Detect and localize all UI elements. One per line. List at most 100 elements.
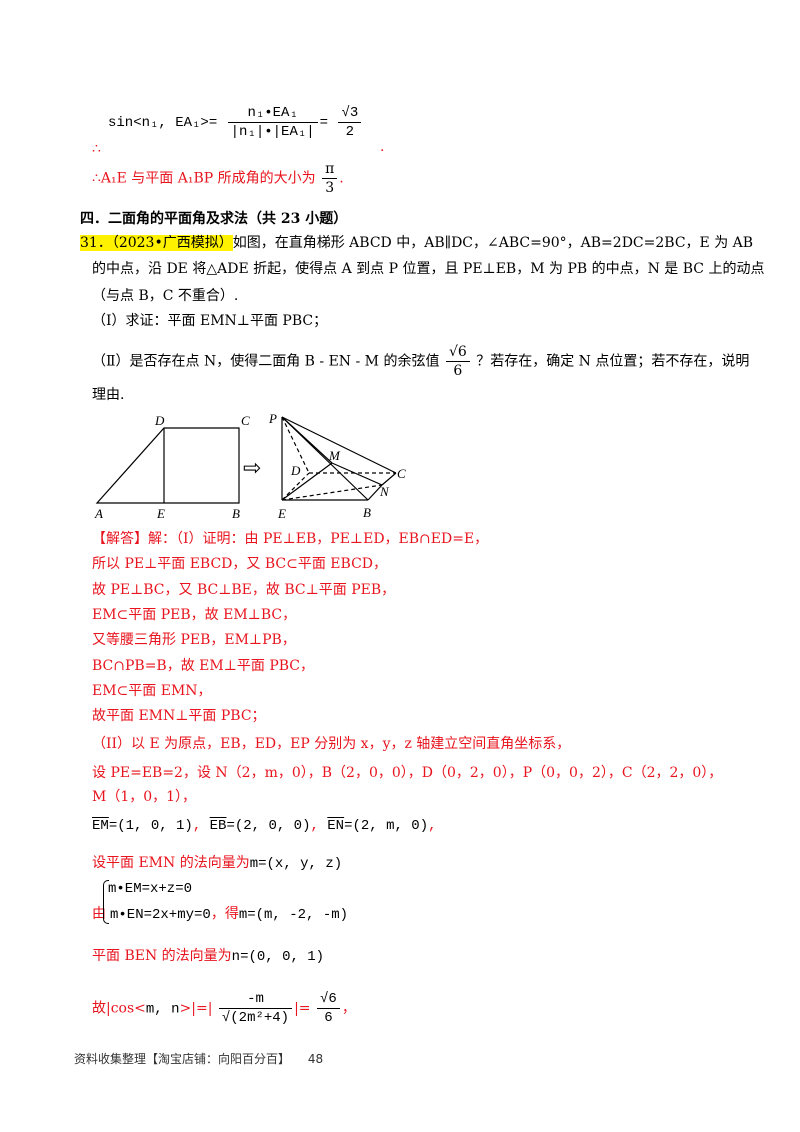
vector-eb: EB bbox=[209, 818, 227, 834]
fraction-den: 3 bbox=[325, 180, 335, 196]
geometry-figure: A E B D C ⇨ bbox=[94, 411, 406, 521]
vector-em: EM bbox=[92, 818, 109, 834]
system-equation-2: m•EN=2x+my=0 bbox=[110, 907, 211, 923]
normal-m-value: m=(x, y, z) bbox=[249, 856, 343, 872]
label-b: B bbox=[232, 506, 240, 521]
label-m: M bbox=[328, 448, 341, 463]
separator: , bbox=[428, 818, 437, 834]
fraction-den: 6 bbox=[453, 363, 463, 379]
right-figure-labels: P D M C N E B bbox=[268, 411, 406, 521]
question-text: 如图，在直角梯形 ABCD 中，AB∥DC，∠ABC=90°，AB=2DC=2B… bbox=[232, 235, 754, 251]
label-n: N bbox=[379, 484, 390, 499]
section-title: 四．二面角的平面角及求法（共 23 小题） bbox=[80, 211, 348, 227]
solution-line: 又等腰三角形 PEB，EM⊥PB， bbox=[92, 632, 296, 648]
fraction-num: -m bbox=[218, 990, 293, 1009]
solution-line: 设 PE=EB=2，设 N（2，m，0），B（2，0，0），D（0，2，0），P… bbox=[92, 765, 723, 781]
conclusion-text: ∴A₁E 与平面 A₁BP 所成角的大小为 bbox=[92, 170, 316, 187]
question-line-2: 的中点，沿 DE 将△ADE 折起，使得点 A 到点 P 位置，且 PE⊥EB，… bbox=[92, 261, 765, 277]
solution-line: 故平面 EMN⊥平面 PBC； bbox=[92, 708, 266, 724]
normal-m-line: 设平面 EMN 的法向量为m=(x, y, z) bbox=[92, 854, 342, 873]
fraction: -m√(2m²+4) bbox=[218, 990, 293, 1027]
question-part-1: （Ⅰ）求证：平面 EMN⊥平面 PBC； bbox=[92, 313, 328, 329]
separator: , bbox=[192, 818, 202, 834]
solution-line: 所以 PE⊥平面 EBCD，又 BC⊂平面 EBCD， bbox=[92, 556, 388, 572]
normal-n-line: 平面 BEN 的法向量为n=(0, 0, 1) bbox=[92, 947, 324, 966]
left-figure-labels: A E B D C bbox=[94, 413, 250, 521]
solution-line: EM⊂平面 EMN， bbox=[92, 683, 212, 699]
solution-line: 【解答】解：（I）证明：由 PE⊥EB，PE⊥ED，EB∩ED=E， bbox=[92, 531, 489, 547]
vector-line: EM=(1, 0, 1), EB=(2, 0, 0), EN=(2, m, 0)… bbox=[92, 817, 437, 835]
system-equation-1: m•EM=x+z=0 bbox=[108, 881, 193, 897]
fraction: n₁•EA₁|n₁|•|EA₁| bbox=[227, 104, 318, 141]
equals: = bbox=[319, 115, 329, 132]
end-dot: . bbox=[380, 139, 385, 155]
page-number: 48 bbox=[307, 1052, 324, 1066]
cos-end: ， bbox=[341, 1000, 356, 1017]
vector-en: EN bbox=[327, 818, 345, 834]
fraction-den: √(2m²+4) bbox=[221, 1010, 290, 1026]
transform-arrow-icon: ⇨ bbox=[243, 455, 261, 480]
fraction-num: √6 bbox=[317, 990, 340, 1009]
solution-line: 故 PE⊥BC，又 BC⊥BE，故 BC⊥平面 PEB， bbox=[92, 582, 396, 598]
normal-m-text: 设平面 EMN 的法向量为 bbox=[92, 855, 250, 871]
label-d: D bbox=[154, 413, 165, 428]
fraction-num: π bbox=[322, 160, 338, 179]
fraction-den: 6 bbox=[324, 1010, 333, 1026]
sin-lhs: sin<n₁, EA₁> bbox=[108, 115, 209, 132]
cos-vectors: m, n bbox=[145, 1001, 180, 1018]
equals: = bbox=[208, 115, 218, 132]
vector-em-value: =(1, 0, 1) bbox=[108, 818, 193, 834]
cos-equals: |= bbox=[294, 1000, 311, 1017]
footer-text: 资料收集整理【淘宝店铺：向阳百分百】 bbox=[74, 1052, 291, 1066]
cos-mid: >|=| bbox=[179, 1000, 213, 1017]
label-b: B bbox=[363, 505, 371, 520]
label-a: A bbox=[94, 506, 103, 521]
normal-n-value: n=(0, 0, 1) bbox=[231, 949, 325, 965]
system-result: m=(m, -2, -m) bbox=[238, 907, 349, 923]
fraction-num: n₁•EA₁ bbox=[227, 104, 318, 123]
question-line-3: （与点 B，C 不重合）. bbox=[92, 288, 239, 304]
separator: , bbox=[310, 818, 319, 834]
question-part-2-end: 理由. bbox=[92, 387, 125, 403]
fraction-den: 2 bbox=[345, 124, 355, 140]
cos-prefix: 故|cos< bbox=[92, 1000, 146, 1017]
vector-en-value: =(2, m, 0) bbox=[344, 818, 429, 834]
part2-text-b: ？若存在，确定 N 点位置；若不存在，说明 bbox=[476, 353, 750, 370]
label-p: P bbox=[268, 411, 277, 426]
question-number: 31． bbox=[80, 235, 112, 251]
solution-line: （II）以 E 为原点，EB，ED，EP 分别为 x，y，z 轴建立空间直角坐标… bbox=[92, 736, 571, 752]
system-get: ，得 bbox=[210, 906, 239, 922]
label-c: C bbox=[397, 466, 406, 481]
vector-eb-value: =(2, 0, 0) bbox=[226, 818, 311, 834]
question-line-1: 31．（2023•广西模拟）如图，在直角梯形 ABCD 中，AB∥DC，∠ABC… bbox=[80, 234, 753, 252]
part2-text: （Ⅱ）是否存在点 N，使得二面角 B - EN - M 的余弦值 bbox=[92, 353, 440, 370]
footer: 资料收集整理【淘宝店铺：向阳百分百】 48 bbox=[74, 1050, 323, 1068]
solution-line: BC∩PB=B，故 EM⊥平面 PBC， bbox=[92, 658, 315, 674]
system-brace bbox=[103, 880, 109, 924]
fraction-num: √6 bbox=[445, 343, 470, 362]
fraction-num: √3 bbox=[338, 104, 362, 123]
pyramid bbox=[281, 416, 397, 501]
therefore-symbol: ∴ bbox=[92, 141, 101, 157]
end-dot: . bbox=[339, 170, 344, 187]
label-d: D bbox=[290, 463, 301, 478]
solution-line: M（1，0，1）， bbox=[92, 789, 197, 805]
solution-line: EM⊂平面 PEB，故 EM⊥BC， bbox=[92, 607, 297, 623]
system-prefix: 由 bbox=[92, 906, 106, 922]
question-source: （2023•广西模拟） bbox=[111, 235, 233, 251]
label-e: E bbox=[156, 506, 165, 521]
fraction-den: |n₁|•|EA₁| bbox=[230, 124, 315, 140]
label-c: C bbox=[241, 413, 250, 428]
label-e: E bbox=[277, 506, 286, 521]
trapezoid-abcd bbox=[95, 427, 240, 504]
